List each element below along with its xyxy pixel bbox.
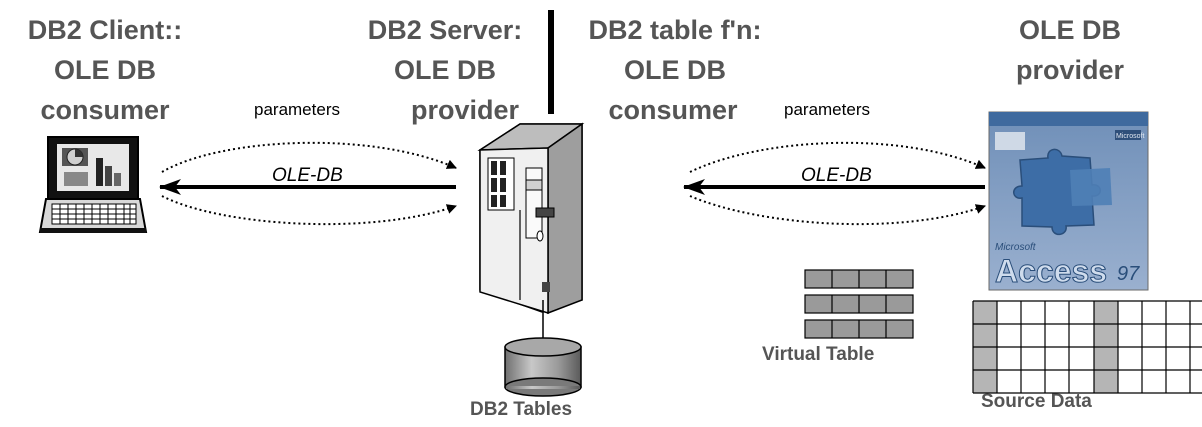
right-parameters-lower-arc xyxy=(689,195,986,226)
db2-tables-caption: DB2 Tables xyxy=(470,399,573,420)
client-header-line1: DB2 Client:: xyxy=(27,15,183,45)
server-tower-icon xyxy=(477,122,585,345)
left-parameters-upper-arc xyxy=(161,141,457,173)
left-arrow-group xyxy=(159,141,457,226)
provider-header-line1: OLE DB xyxy=(1018,15,1121,45)
database-cylinder-icon xyxy=(504,337,582,397)
provider-header: OLE DB provider xyxy=(990,17,1150,84)
access-product: Access xyxy=(995,253,1107,289)
laptop-icon xyxy=(38,136,148,233)
client-header: DB2 Client:: OLE DB consumer xyxy=(0,17,210,124)
server-header-line2: OLE DB xyxy=(393,55,496,85)
parameters-label-left: parameters xyxy=(254,100,340,119)
oledb-label-right: OLE-DB xyxy=(801,165,872,186)
virtual-table-icon xyxy=(804,269,914,339)
right-parameters-upper-arc xyxy=(689,141,986,173)
access-brand-small: Microsoft xyxy=(995,242,1037,253)
access-brand: Microsoft xyxy=(1116,133,1144,140)
provider-header-line2: provider xyxy=(1015,55,1125,85)
source-data-grid-icon xyxy=(972,300,1202,394)
virtual-table-caption: Virtual Table xyxy=(762,344,875,365)
oledb-label-left: OLE-DB xyxy=(272,165,343,186)
server-header: DB2 Server: OLE DB provider xyxy=(355,17,535,124)
right-arrow-group xyxy=(683,141,986,226)
access-box-icon: Microsoft Microsoft Access 97 xyxy=(988,111,1149,291)
source-data-caption: Source Data xyxy=(981,391,1092,412)
table-fn-header-line1: DB2 table f'n: xyxy=(588,15,762,45)
table-fn-header-line3: consumer xyxy=(608,95,738,125)
table-fn-header: DB2 table f'n: OLE DB consumer xyxy=(570,17,780,124)
left-parameters-lower-arc xyxy=(161,195,457,226)
client-header-line3: consumer xyxy=(40,95,170,125)
server-header-line1: DB2 Server: xyxy=(367,15,523,45)
table-fn-header-line2: OLE DB xyxy=(623,55,726,85)
parameters-label-right: parameters xyxy=(784,100,870,119)
server-header-line3: provider xyxy=(410,95,520,125)
access-version: 97 xyxy=(1117,263,1140,285)
client-header-line2: OLE DB xyxy=(53,55,156,85)
